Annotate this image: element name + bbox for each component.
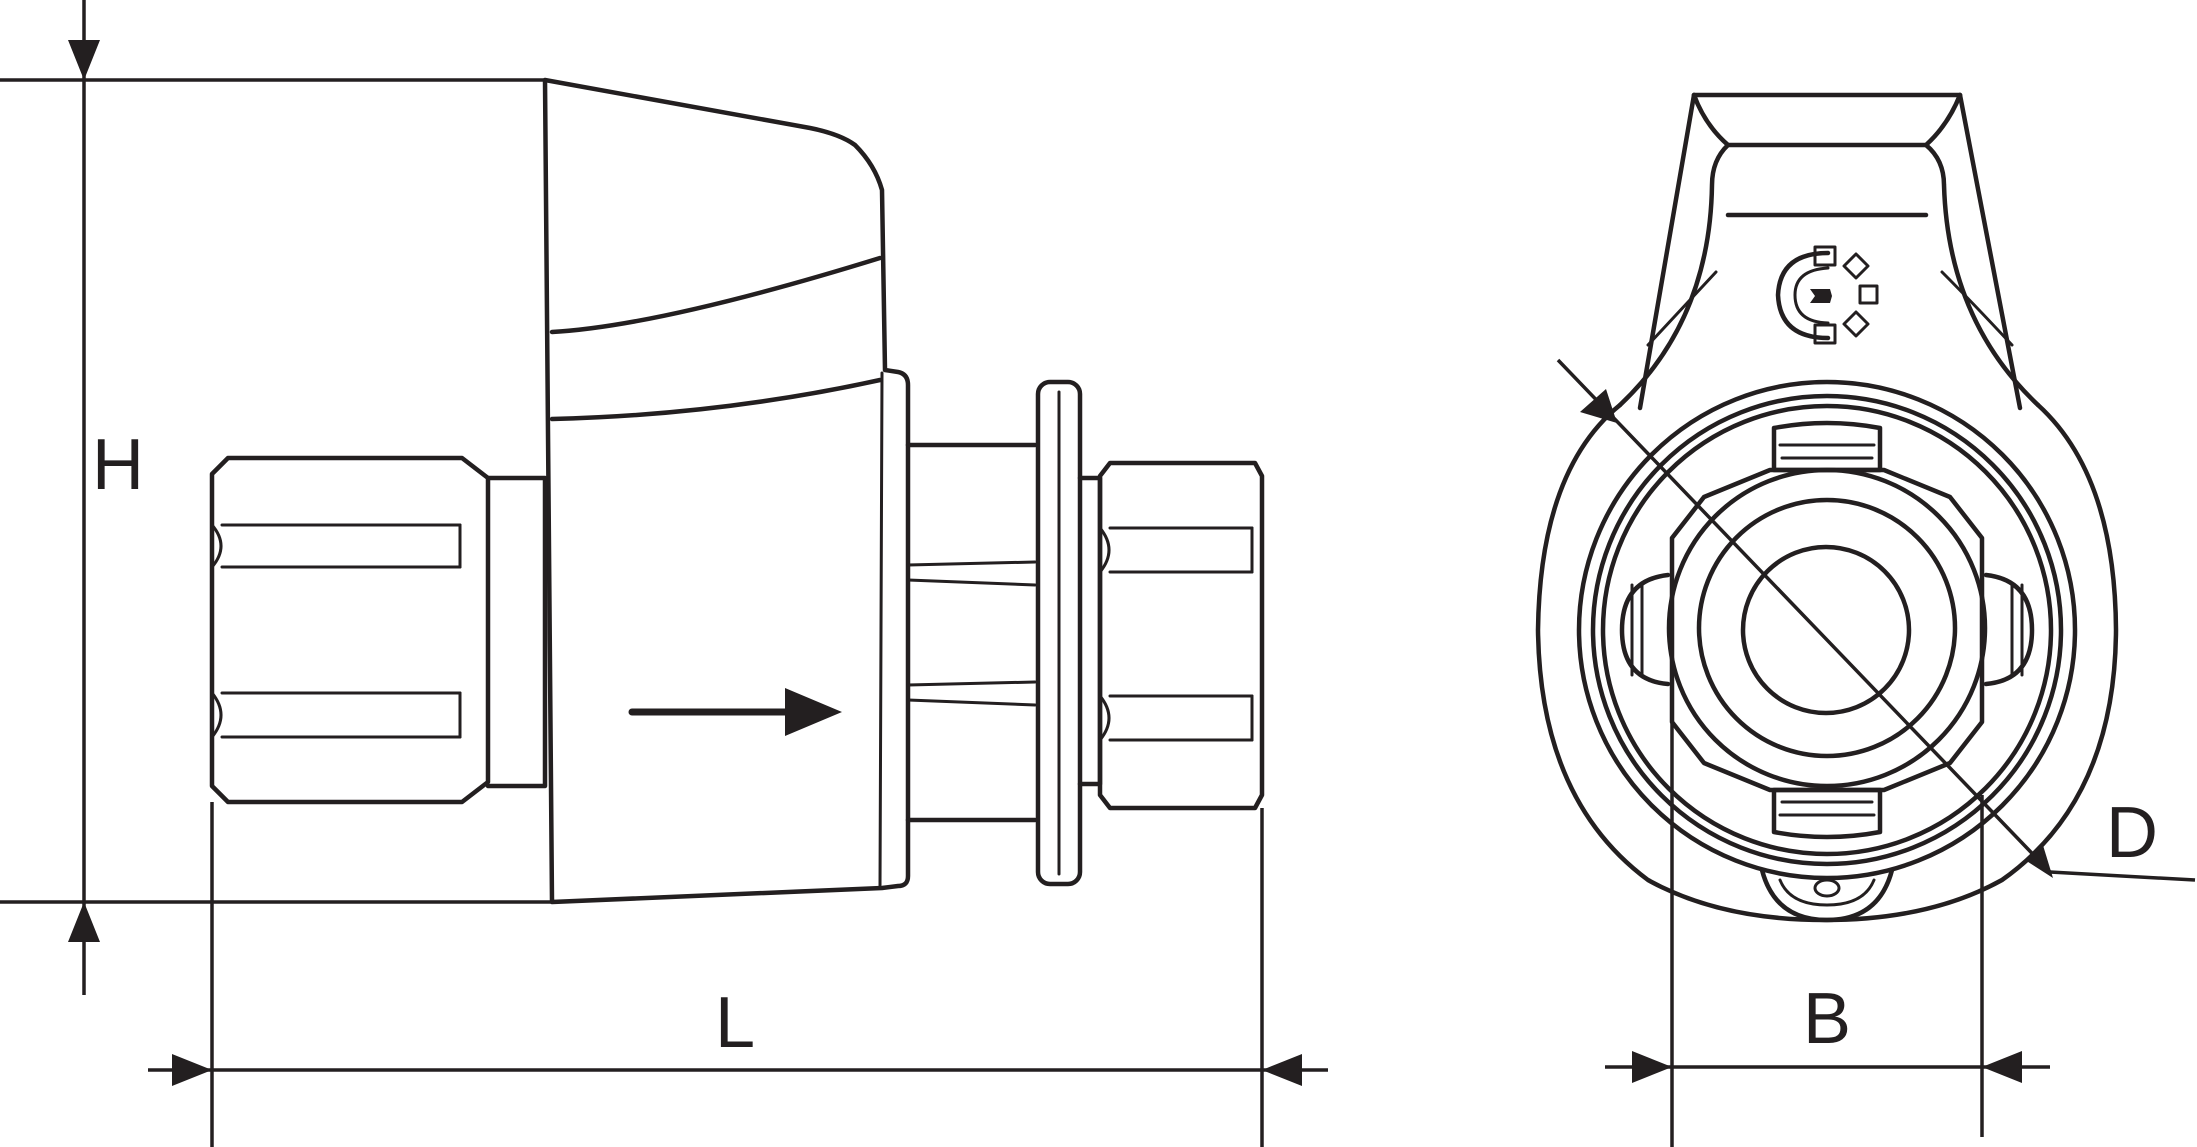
flow-direction-arrow: [628, 688, 842, 736]
inner-ring-2: [1696, 497, 1958, 759]
inner-ring-1: [1666, 467, 1988, 789]
height-dimension-label: H: [92, 425, 144, 505]
body-rim-line: [878, 371, 884, 890]
right-hex-nut: [1097, 460, 1265, 811]
right-neck: [905, 442, 1038, 823]
top-handle: [1617, 92, 2041, 411]
left-neck: [485, 475, 548, 789]
octagon-nut: [1669, 467, 1985, 793]
length-dimension-label: L: [715, 983, 755, 1063]
left-hex-nut: [209, 455, 491, 805]
nut-tabs: [1619, 420, 2035, 840]
small-spacer: [1077, 475, 1103, 787]
ring-inner-2: [1600, 403, 2054, 857]
side-view: H L: [0, 0, 1328, 1147]
bottom-drain: [1759, 867, 1895, 923]
length-dimension: [148, 802, 1328, 1147]
bore: [1740, 544, 1912, 716]
front-view: D B: [1535, 92, 2196, 1147]
ring-inner: [1590, 393, 2064, 867]
diameter-dimension-label: D: [2106, 793, 2158, 873]
width-dimension-label: B: [1803, 979, 1851, 1059]
ring-outer: [1576, 379, 2078, 881]
height-dimension: [0, 0, 552, 995]
width-dimension: [1605, 690, 2050, 1147]
body-contour-lower: [549, 377, 883, 422]
temperature-symbol: [1775, 245, 1879, 345]
body-contour-upper: [549, 255, 883, 335]
ring-washer: [1035, 379, 1083, 887]
diameter-dimension: [1556, 358, 2196, 882]
outer-body-circle: [1535, 402, 2119, 923]
valve-body: [542, 77, 911, 905]
